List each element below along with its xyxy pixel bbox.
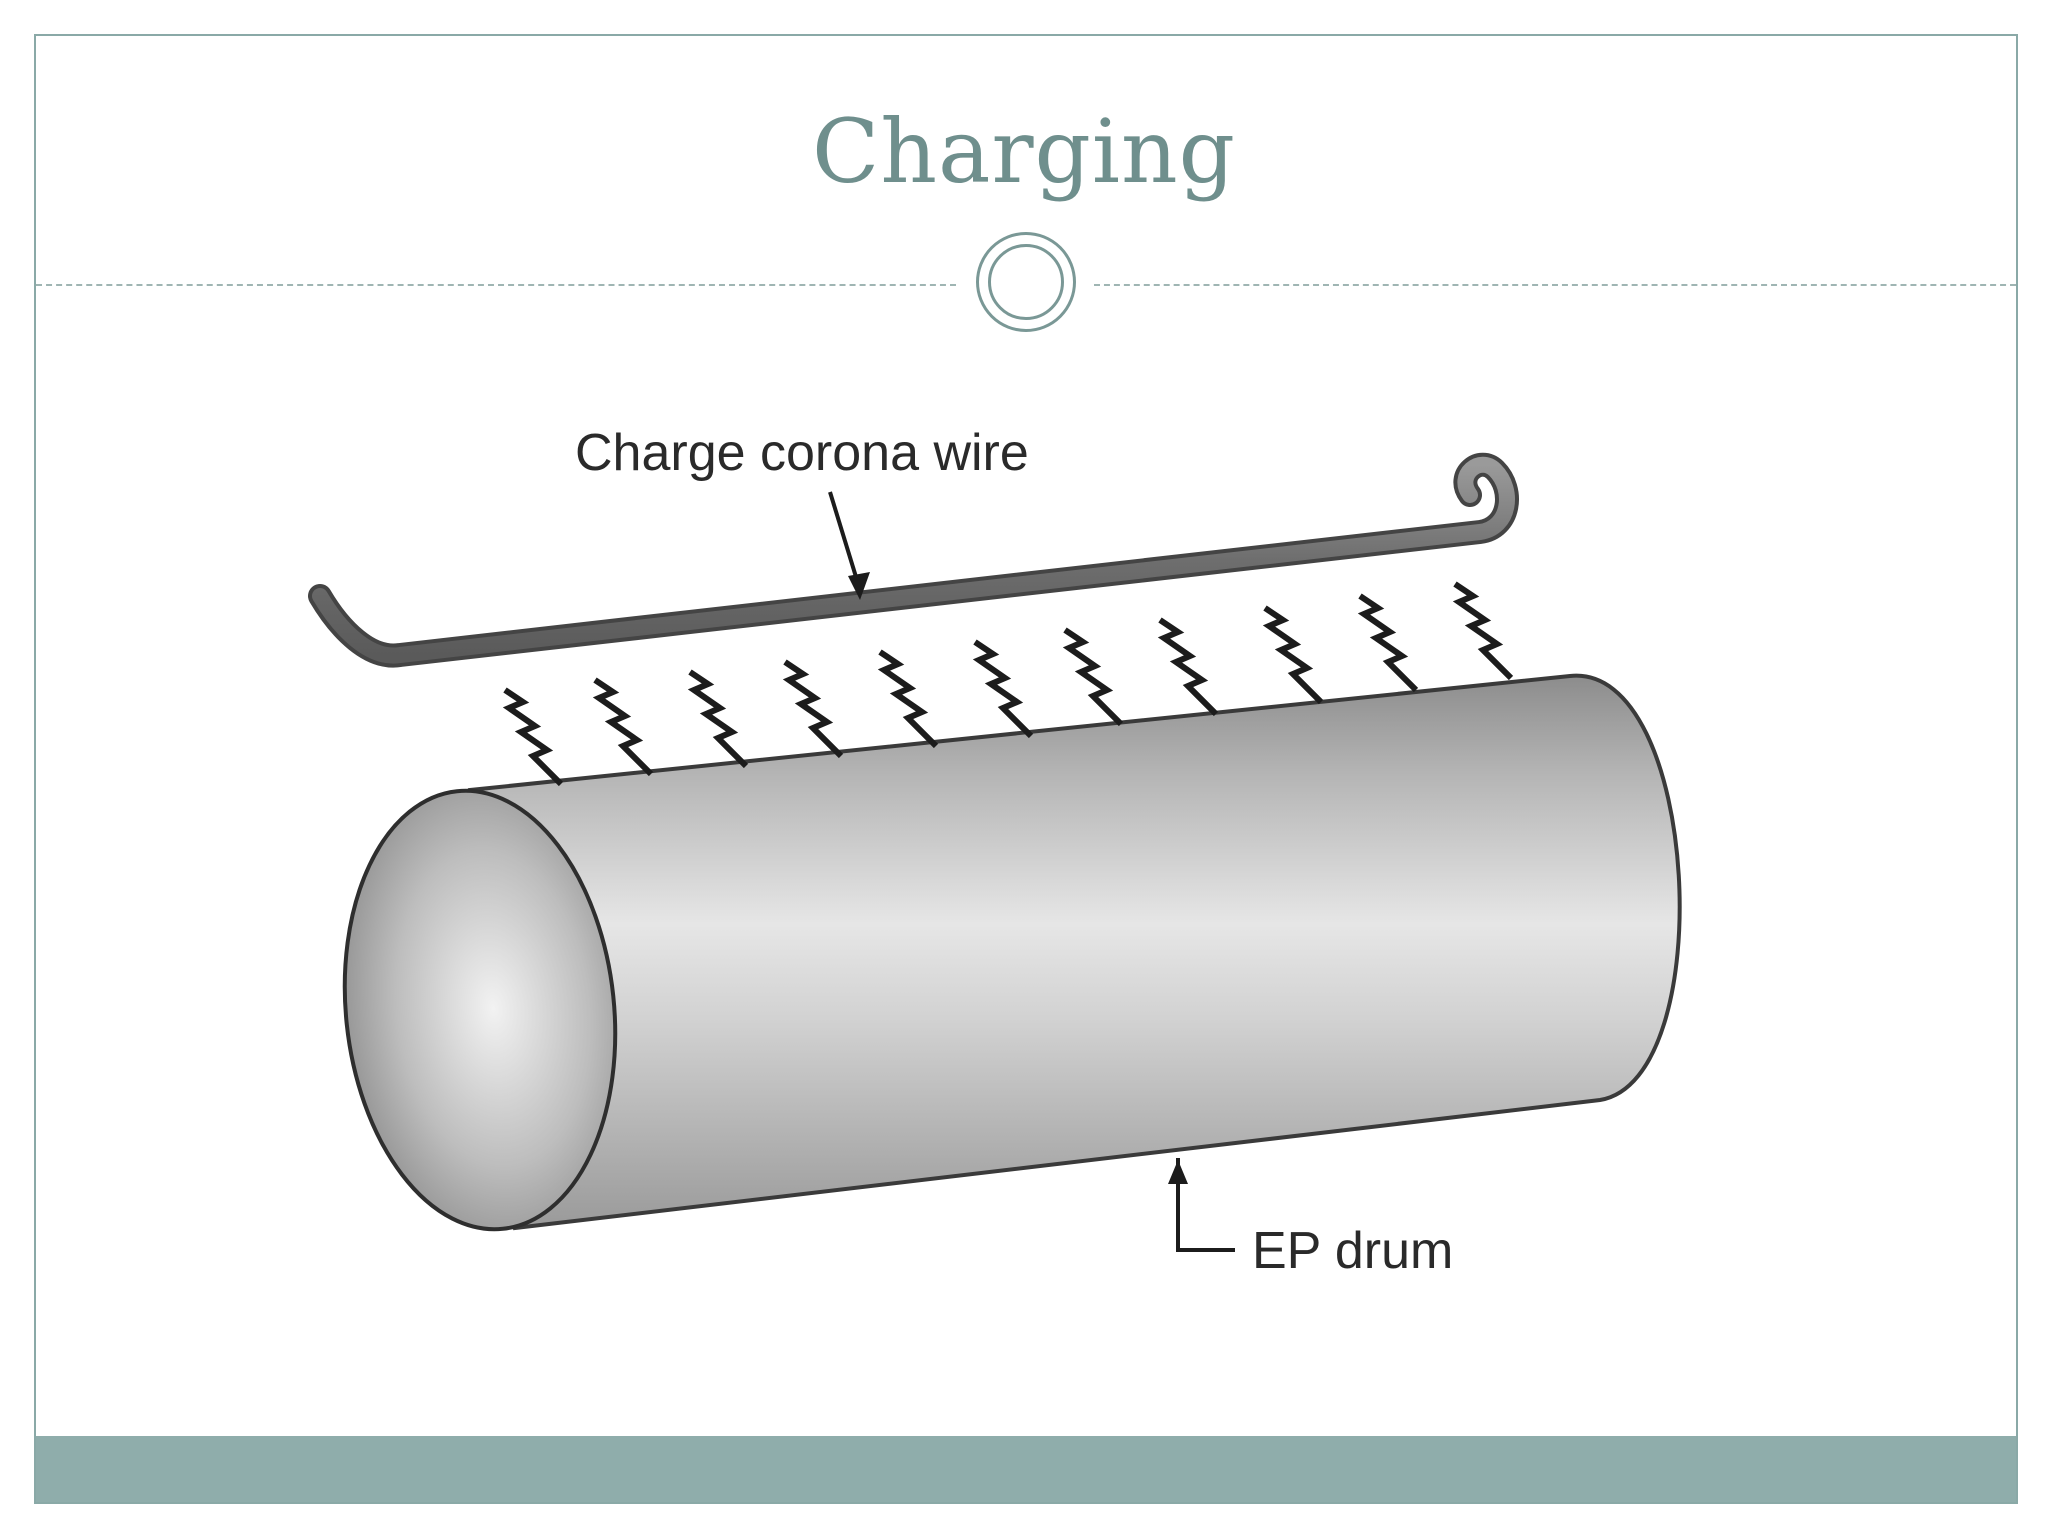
spark [782,659,844,759]
spark [502,687,564,787]
slide-title: Charging [811,100,1237,203]
spark [1262,605,1324,705]
footer-bar [36,1436,2016,1502]
ep-drum [342,673,1682,1232]
corona-wire-pointer [828,491,870,600]
spark [1157,617,1219,717]
divider-right [1094,284,2016,286]
spark [687,669,749,769]
spark [1357,593,1419,693]
circle-ornament-icon [976,232,1076,332]
spark [592,677,654,777]
ep-drum-label: EP drum [1252,1222,1453,1280]
corona-wire [308,452,1519,668]
divider-left [36,284,956,286]
spark [972,639,1034,739]
corona-wire-label: Charge corona wire [575,424,1029,482]
spark [1452,581,1514,681]
ep-drum-pointer [1168,1158,1235,1252]
charge-sparks [502,581,1514,787]
spark [877,649,939,749]
spark [1062,627,1124,727]
